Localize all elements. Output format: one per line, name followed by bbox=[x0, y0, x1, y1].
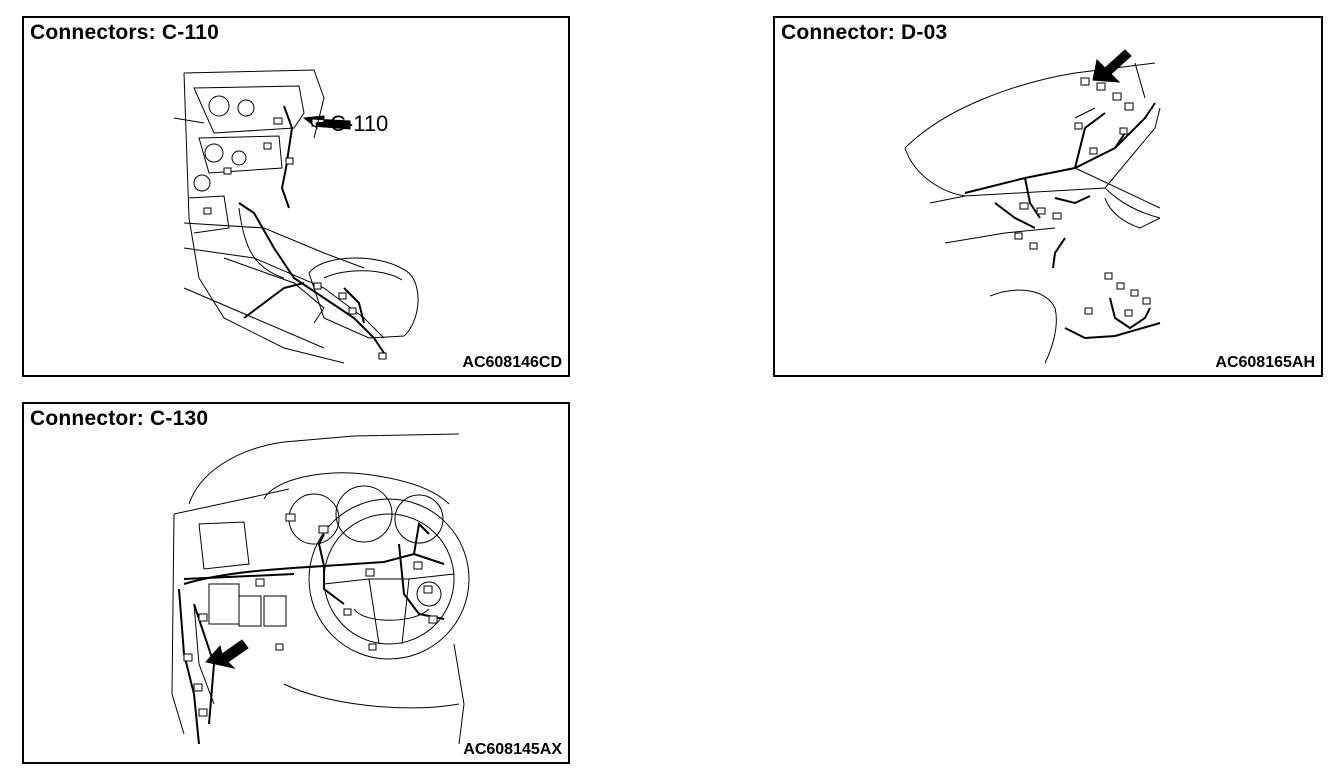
connector-icon bbox=[183, 513, 438, 717]
panel-title: Connector: D-03 bbox=[781, 21, 948, 44]
diagram-panel-d03: Connector: D-03 AC608165AH bbox=[773, 16, 1323, 377]
panel-title: Connectors: C-110 bbox=[30, 21, 219, 44]
diagram-panel-c130: Connector: C-130 AC608145AX bbox=[22, 402, 570, 764]
pointer-arrow-icon bbox=[205, 639, 249, 669]
figure-code: AC608145AX bbox=[463, 741, 562, 758]
panel-title: Connector: C-130 bbox=[30, 407, 209, 430]
connector-icon bbox=[1014, 77, 1151, 317]
pointer-arrow-icon bbox=[1092, 49, 1132, 83]
connector-icon bbox=[203, 117, 387, 360]
callout-label: C-110 bbox=[330, 111, 388, 136]
console-wiring-drawing bbox=[173, 69, 419, 364]
callout-c110: C-110 bbox=[330, 111, 388, 136]
figure-code: AC608165AH bbox=[1215, 354, 1315, 371]
pointer-arrow-icon bbox=[302, 115, 351, 130]
figure-code: AC608146CD bbox=[462, 354, 562, 371]
diagram-panel-c110: Connectors: C-110 C-110 AC608146CD bbox=[22, 16, 570, 377]
dashboard-wiring-drawing bbox=[171, 433, 470, 745]
roof-wiring-drawing bbox=[904, 49, 1161, 364]
